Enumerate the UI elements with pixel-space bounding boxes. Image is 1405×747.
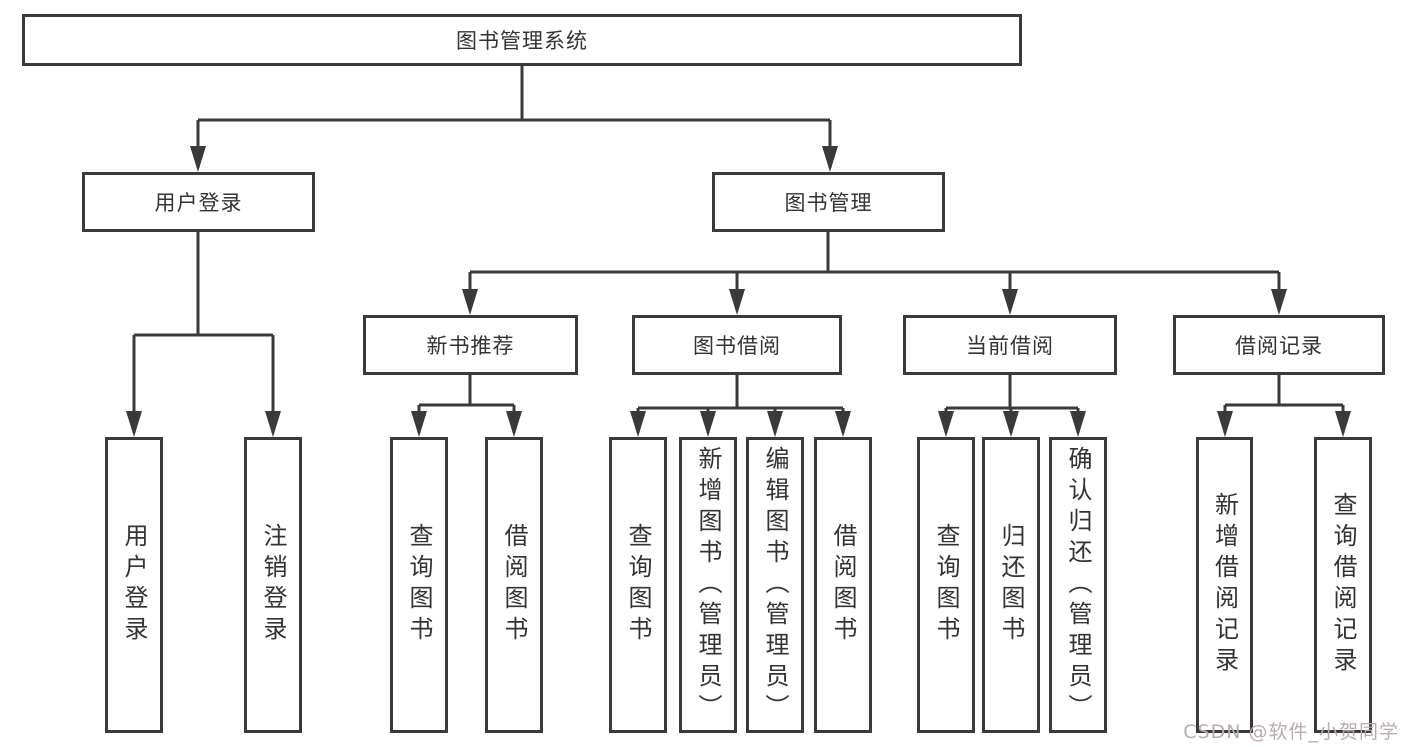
node-leaf-confirm-return-admin: 确认归还（管理员）	[1049, 437, 1107, 733]
connector-user-login-children	[126, 232, 281, 437]
connector-root-to-level2	[190, 66, 838, 172]
leaf-label: 查询图书	[405, 523, 433, 647]
node-book-borrow: 图书借阅	[632, 315, 842, 375]
connector-book-mgmt-to-level3	[462, 232, 1287, 315]
node-leaf-query-borrow-record: 查询借阅记录	[1314, 437, 1372, 733]
leaf-label: 注销登录	[259, 523, 287, 647]
connector-new-book-children	[411, 375, 522, 437]
leaf-label: 用户登录	[120, 523, 148, 647]
leaf-label: 新增借阅记录	[1210, 492, 1239, 678]
node-leaf-borrow-books-1: 借阅图书	[485, 437, 543, 733]
leaf-label: 借阅图书	[500, 523, 528, 647]
node-leaf-add-books-admin: 新增图书（管理员）	[679, 437, 737, 733]
leaf-label: 归还图书	[997, 523, 1025, 647]
leaf-label: 查询借阅记录	[1329, 492, 1357, 678]
node-leaf-logout: 注销登录	[244, 437, 302, 733]
node-new-book-recommend: 新书推荐	[363, 315, 578, 375]
node-leaf-query-books-2: 查询图书	[609, 437, 667, 733]
leaf-label: 编辑图书（管理员）	[761, 445, 789, 725]
leaf-label: 新增图书（管理员）	[694, 445, 722, 725]
connector-borrow-records-children	[1217, 375, 1351, 437]
node-leaf-user-login: 用户登录	[105, 437, 163, 733]
connector-current-borrow-children	[938, 375, 1086, 437]
node-leaf-query-books-1: 查询图书	[390, 437, 448, 733]
leaf-label: 查询图书	[624, 523, 652, 647]
leaf-label: 查询图书	[932, 523, 960, 647]
node-leaf-edit-books-admin: 编辑图书（管理员）	[746, 437, 804, 733]
node-user-login: 用户登录	[82, 172, 315, 232]
node-leaf-add-borrow-record: 新增借阅记录	[1196, 437, 1253, 733]
leaf-label: 借阅图书	[829, 523, 857, 647]
node-current-borrow: 当前借阅	[903, 315, 1117, 375]
node-book-management: 图书管理	[712, 172, 945, 232]
node-borrow-records: 借阅记录	[1173, 315, 1385, 375]
node-leaf-query-books-3: 查询图书	[917, 437, 975, 733]
node-leaf-return-books: 归还图书	[982, 437, 1040, 733]
leaf-label: 确认归还（管理员）	[1064, 445, 1092, 725]
node-leaf-borrow-books-2: 借阅图书	[814, 437, 872, 733]
node-root-library-system: 图书管理系统	[22, 14, 1022, 66]
connector-book-borrow-children	[630, 375, 851, 437]
